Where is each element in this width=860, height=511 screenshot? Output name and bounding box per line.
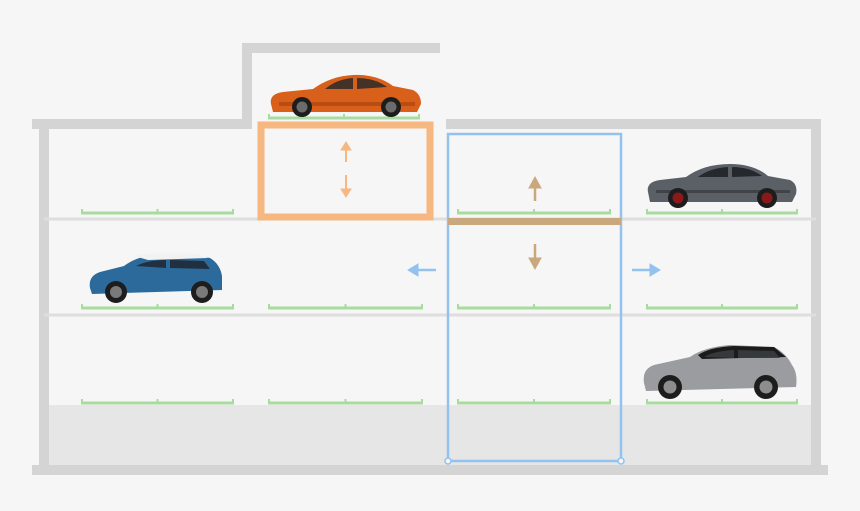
parking-pallet [268, 304, 423, 310]
transfer-right-arrow-icon [632, 263, 661, 277]
hatchback [89, 253, 222, 303]
lift-left-arrow-icon [340, 141, 352, 198]
parking-pallet [646, 399, 798, 405]
shaft-up-arrow-icon [528, 175, 542, 201]
basement-floor [44, 405, 816, 465]
parking-pallet [81, 209, 234, 215]
parking-pallet [646, 304, 798, 310]
building-outline-right [446, 119, 821, 470]
parking-pallet [268, 399, 423, 405]
parking-pallet [268, 114, 420, 120]
parking-pallet [457, 304, 611, 310]
transfer-left-arrow-icon [407, 263, 436, 277]
sedan [647, 164, 797, 208]
parking-pallet [646, 209, 798, 215]
parking-pallet [457, 399, 611, 405]
parking-pallet [81, 399, 234, 405]
parking-pallet [81, 304, 234, 310]
suv [643, 345, 797, 399]
sports-car [270, 74, 421, 117]
lift-shaft [444, 132, 625, 465]
building-outline [39, 43, 440, 470]
car-lift-left [257, 121, 434, 221]
lift-platform [448, 218, 621, 225]
shaft-down-arrow-icon [528, 244, 542, 271]
parking-pallet [457, 209, 611, 215]
parking-pallets [81, 114, 798, 405]
